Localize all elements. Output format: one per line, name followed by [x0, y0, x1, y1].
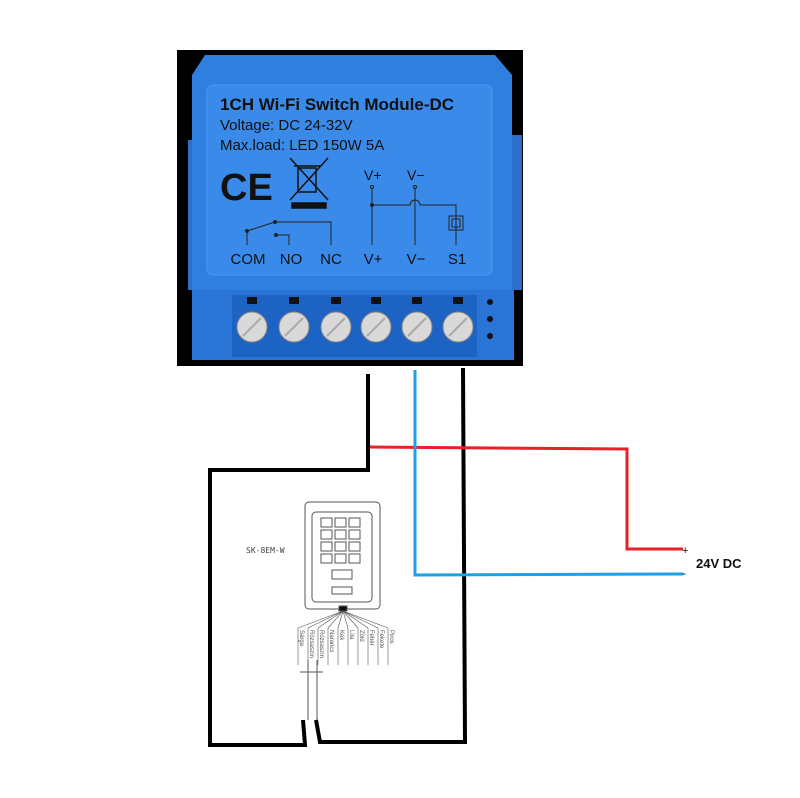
- keypad-wire: [342, 610, 379, 629]
- terminal-label-s1: S1: [448, 251, 466, 268]
- label-panel: [206, 84, 493, 276]
- keypad-wire-label: Narancs: [328, 630, 334, 652]
- power-supply-label: 24V DC: [696, 556, 742, 571]
- keypad-key: [334, 541, 347, 552]
- keypad-wire-label: Rózsaszín: [318, 630, 324, 658]
- keypad-wire: [342, 610, 369, 629]
- keypad-wire-label: Sárga: [298, 630, 304, 647]
- terminal-recess: [232, 295, 477, 357]
- keypad-wire: [297, 610, 344, 629]
- keypad-key: [334, 517, 347, 528]
- keypad-wire: [327, 610, 344, 629]
- keypad-key: [348, 517, 361, 528]
- keypad-wire-label: Rózsaszín: [308, 630, 314, 658]
- terminal-label-no: NO: [280, 251, 303, 268]
- dot: [487, 333, 493, 339]
- terminal-slot: [289, 297, 299, 304]
- blue-wire-negative: [413, 370, 684, 577]
- black-wire-com: [208, 374, 370, 747]
- dot: [487, 316, 493, 322]
- screw-slot: [326, 317, 346, 337]
- keypad-wire: [317, 610, 344, 629]
- red-wire-positive: [369, 445, 683, 551]
- terminal-label-vminus: V−: [407, 251, 426, 268]
- terminal-label-nc: NC: [320, 251, 342, 268]
- keypad-wire: [342, 610, 349, 629]
- keypad-wire-label: Lila: [348, 630, 354, 640]
- keypad-key: [320, 541, 333, 552]
- keypad-key: [320, 553, 333, 564]
- voltage-spec: Voltage: DC 24-32V: [220, 117, 353, 134]
- weee-bin-icon: [289, 157, 329, 209]
- screw-slot: [366, 317, 386, 337]
- keypad-wire-labels: Sárga Rózsaszín Rózsaszín Narancs Kék Lila Zöl…: [297, 610, 394, 665]
- keypad-wire-label: Fehér: [368, 630, 374, 646]
- keypad-key: [348, 541, 361, 552]
- keypad-wire: [307, 610, 344, 629]
- screw-slot: [407, 317, 427, 337]
- keypad-key: [320, 529, 333, 540]
- switch-module: 1CH Wi-Fi Switch Module-DC Voltage: DC 2…: [188, 55, 522, 360]
- black-wire-vminus: [314, 367, 468, 744]
- keypad-wire-label: Fekete: [378, 630, 384, 649]
- keypad-wire-label: Kék: [338, 630, 344, 641]
- terminal-slot: [371, 297, 381, 304]
- dot: [487, 299, 493, 305]
- relay-schematic: [245, 185, 464, 245]
- keypad-wire: [337, 610, 344, 629]
- keypad-key: [320, 517, 333, 528]
- terminal-slot: [412, 297, 422, 304]
- terminal-slot: [331, 297, 341, 304]
- keypad-model: SK-8EM-W: [246, 546, 285, 555]
- plus-sign: +: [682, 545, 688, 557]
- schematic-vplus: V+: [364, 167, 382, 183]
- screw-slot: [242, 317, 262, 337]
- keypad-wire: [342, 610, 389, 629]
- max-load-spec: Max.load: LED 150W 5A: [220, 137, 384, 154]
- keypad-wire: [342, 610, 359, 629]
- keypad-key: [348, 553, 361, 564]
- minus-sign: -: [682, 566, 686, 580]
- schematic-vminus: V−: [407, 167, 425, 183]
- screw-slot: [284, 317, 304, 337]
- terminal-label-com: COM: [231, 251, 266, 268]
- screw-slot: [448, 317, 468, 337]
- keypad-wire-label: Piros: [388, 630, 394, 644]
- terminal-label-vplus: V+: [364, 251, 383, 268]
- terminal-slot: [453, 297, 463, 304]
- keypad-key: [334, 553, 347, 564]
- terminal-slot: [247, 297, 257, 304]
- keypad-device: [304, 501, 381, 612]
- keypad-key: [334, 529, 347, 540]
- keypad-key: [348, 529, 361, 540]
- keypad-wire-label: Zöld: [358, 630, 364, 642]
- module-title: 1CH Wi-Fi Switch Module-DC: [220, 95, 454, 114]
- ce-mark: CE: [220, 167, 273, 209]
